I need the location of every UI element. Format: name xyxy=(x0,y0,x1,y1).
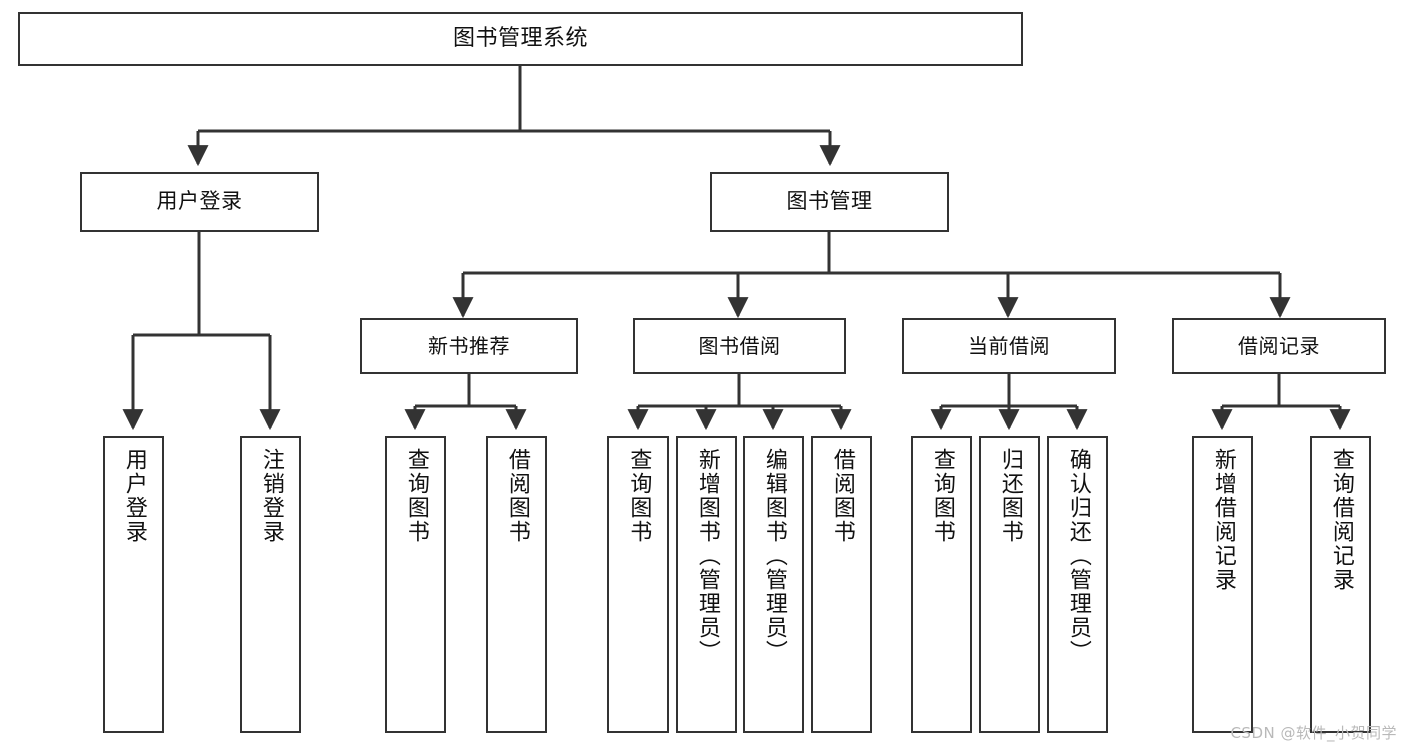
node-new-book-recommend-label: 新书推荐 xyxy=(428,334,510,358)
node-leaf-user-login-label: 用户登录 xyxy=(121,448,147,544)
node-leaf-add-record[interactable]: 新增借阅记录 xyxy=(1192,436,1253,733)
node-borrow-record[interactable]: 借阅记录 xyxy=(1172,318,1386,374)
node-leaf-return-book-label: 归还图书 xyxy=(997,448,1023,544)
node-leaf-edit-book[interactable]: 编辑图书（管理员） xyxy=(743,436,804,733)
node-leaf-user-login[interactable]: 用户登录 xyxy=(103,436,164,733)
node-leaf-query-book-2[interactable]: 查询图书 xyxy=(607,436,669,733)
node-leaf-query-record[interactable]: 查询借阅记录 xyxy=(1310,436,1371,733)
node-leaf-borrow-book-2-label: 借阅图书 xyxy=(829,448,855,544)
node-root-label: 图书管理系统 xyxy=(452,25,588,51)
node-leaf-query-book-3[interactable]: 查询图书 xyxy=(911,436,972,733)
node-leaf-query-book-3-label: 查询图书 xyxy=(929,448,955,544)
node-user-login[interactable]: 用户登录 xyxy=(80,172,319,232)
node-leaf-logout-login[interactable]: 注销登录 xyxy=(240,436,301,733)
node-book-management-label: 图书管理 xyxy=(786,189,873,214)
node-leaf-query-record-label: 查询借阅记录 xyxy=(1328,448,1354,592)
node-leaf-add-record-label: 新增借阅记录 xyxy=(1210,448,1236,592)
node-user-login-label: 用户登录 xyxy=(156,189,243,214)
node-leaf-borrow-book-2[interactable]: 借阅图书 xyxy=(811,436,872,733)
node-leaf-return-book[interactable]: 归还图书 xyxy=(979,436,1040,733)
node-leaf-confirm-return[interactable]: 确认归还（管理员） xyxy=(1047,436,1108,733)
node-new-book-recommend[interactable]: 新书推荐 xyxy=(360,318,578,374)
node-leaf-edit-book-label: 编辑图书（管理员） xyxy=(761,448,787,664)
node-leaf-borrow-book-1[interactable]: 借阅图书 xyxy=(486,436,547,733)
node-book-borrow-label: 图书借阅 xyxy=(698,334,781,358)
node-leaf-query-book-2-label: 查询图书 xyxy=(626,448,652,544)
node-leaf-confirm-return-label: 确认归还（管理员） xyxy=(1065,448,1091,664)
watermark-text: CSDN @软件_小贺同学 xyxy=(1230,724,1397,742)
node-leaf-query-book-1-label: 查询图书 xyxy=(403,448,429,544)
node-current-borrow[interactable]: 当前借阅 xyxy=(902,318,1116,374)
node-book-management[interactable]: 图书管理 xyxy=(710,172,949,232)
node-borrow-record-label: 借阅记录 xyxy=(1238,334,1320,358)
node-book-borrow[interactable]: 图书借阅 xyxy=(633,318,846,374)
node-root[interactable]: 图书管理系统 xyxy=(18,12,1023,66)
node-leaf-add-book[interactable]: 新增图书（管理员） xyxy=(676,436,737,733)
node-leaf-add-book-label: 新增图书（管理员） xyxy=(694,448,720,664)
node-leaf-query-book-1[interactable]: 查询图书 xyxy=(385,436,446,733)
node-current-borrow-label: 当前借阅 xyxy=(968,334,1050,358)
node-leaf-logout-login-label: 注销登录 xyxy=(258,448,284,544)
node-leaf-borrow-book-1-label: 借阅图书 xyxy=(504,448,530,544)
